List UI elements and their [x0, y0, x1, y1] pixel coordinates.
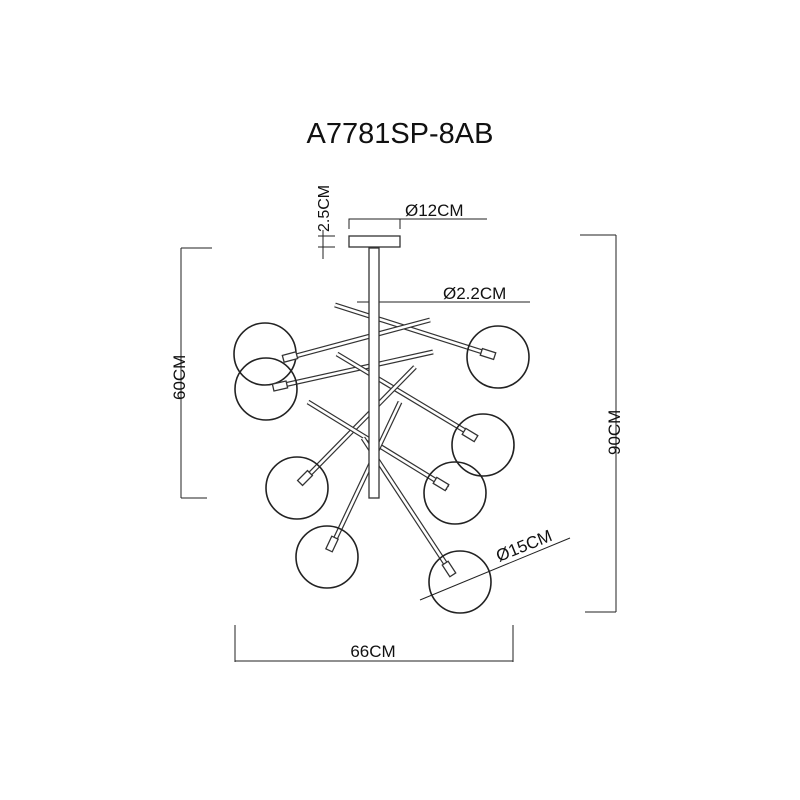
arm	[300, 365, 417, 484]
socket	[281, 351, 299, 363]
width-dimension: 66CM	[234, 625, 514, 662]
socket	[432, 476, 450, 492]
arm	[274, 349, 434, 390]
socket	[441, 560, 457, 578]
socket	[461, 427, 479, 443]
globes	[233, 322, 530, 614]
width-label: 66CM	[350, 642, 395, 661]
canopy	[348, 235, 401, 248]
sockets	[271, 347, 497, 578]
globe	[451, 413, 515, 477]
center-rod	[368, 247, 380, 499]
globe	[295, 525, 359, 589]
globe	[423, 461, 487, 525]
globe	[428, 550, 492, 614]
arm	[291, 317, 431, 360]
canopy-diameter-label: Ø12CM	[405, 201, 464, 220]
arm	[327, 400, 403, 552]
body-height-label: 60CM	[170, 355, 189, 400]
rod-diameter-dimension: Ø2.2CM	[357, 284, 530, 306]
canopy-diameter-dimension: Ø12CM	[348, 201, 487, 229]
canopy-height-dimension: 2.5CM	[316, 185, 335, 259]
model-title: A7781SP-8AB	[306, 118, 493, 150]
arms	[274, 302, 493, 577]
globe	[265, 456, 329, 520]
body-height-dimension: 60CM	[170, 247, 212, 499]
socket	[296, 469, 314, 487]
socket	[479, 347, 497, 361]
socket	[271, 380, 289, 392]
socket	[325, 535, 339, 553]
globe-diameter-label: Ø15CM	[493, 526, 554, 566]
globe	[466, 325, 530, 389]
arm	[335, 351, 479, 441]
total-height-dimension: 90CM	[580, 234, 624, 613]
total-height-label: 90CM	[605, 410, 624, 455]
arm	[334, 302, 493, 358]
canopy-height-label: 2.5CM	[316, 185, 333, 232]
rod-diameter-label: Ø2.2CM	[443, 284, 506, 303]
globe	[234, 357, 298, 421]
